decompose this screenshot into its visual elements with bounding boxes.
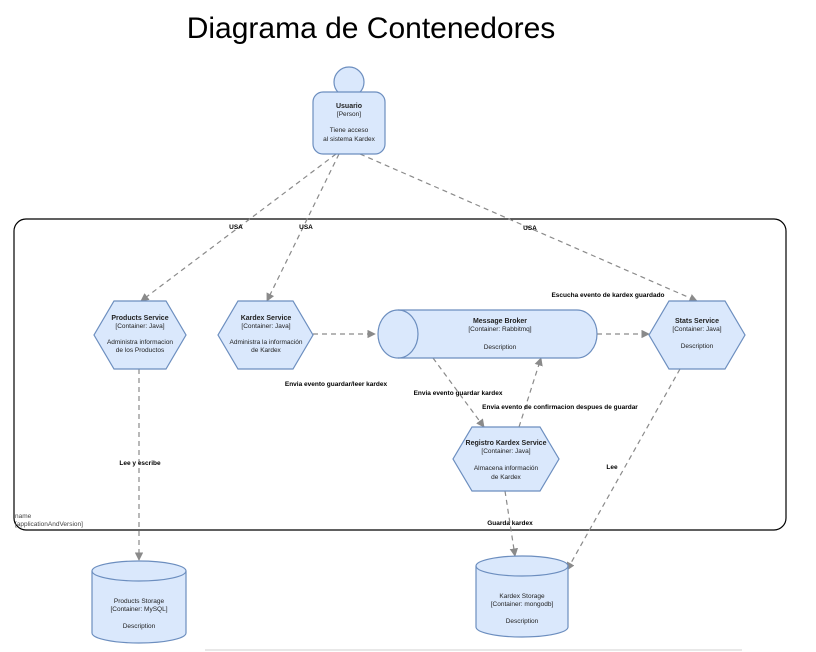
registro-kardex-desc-1: Almacena información <box>474 465 539 472</box>
message-broker-desc: Description <box>484 344 517 351</box>
kardex-service-type: [Container: Java] <box>241 323 290 330</box>
products-service-title: Products Service <box>111 315 168 322</box>
products-storage-desc: Description <box>123 623 156 630</box>
diagram-title: Diagrama de Contenedores <box>186 12 556 45</box>
products-service-desc-1: Administra informacion <box>107 339 173 346</box>
label-escucha: Escucha evento de kardex guardado <box>551 292 664 299</box>
stats-service-type: [Container: Java] <box>672 326 721 333</box>
kardex-service-desc-2: de Kardex <box>251 347 281 354</box>
node-products-service: Products Service [Container: Java] Admin… <box>93 300 187 370</box>
registro-kardex-desc-2: de Kardex <box>491 474 521 481</box>
message-broker-shape <box>377 309 598 359</box>
edge-registro-storage <box>504 490 519 557</box>
kardex-storage-shape <box>475 555 569 638</box>
node-kardex-storage: Kardex Storage [Container: mongodb] Desc… <box>475 555 569 638</box>
registro-kardex-shape <box>452 426 560 492</box>
label-envia-confirmacion: Envia evento de confirmacion despues de … <box>482 404 638 411</box>
usuario-title: Usuario <box>336 103 362 110</box>
edge-registro-broker <box>518 357 543 428</box>
kardex-storage-rim <box>475 565 569 577</box>
products-storage-title: Products Storage <box>114 598 165 605</box>
kardex-storage-title: Kardex Storage <box>499 593 545 600</box>
label-usa-products: USA <box>229 224 243 231</box>
edge-usuario-products <box>140 153 337 302</box>
products-service-desc-2: de los Productos <box>116 347 165 354</box>
stats-service-shape <box>648 300 746 370</box>
boundary-version: [applicationAndVersion] <box>15 521 83 528</box>
label-usa-kardex: USA <box>299 224 313 231</box>
person-body <box>312 91 386 155</box>
node-usuario: Usuario [Person] Tiene acceso al sistema… <box>312 66 386 155</box>
kardex-service-shape <box>217 300 314 370</box>
edge-stats-storage <box>566 368 681 571</box>
label-usa-stats: USA <box>523 225 537 232</box>
stats-service-desc: Description <box>681 343 714 350</box>
registro-kardex-type: [Container: Java] <box>481 448 530 455</box>
edges <box>134 153 698 571</box>
message-broker-cap <box>397 309 419 359</box>
message-broker-title: Message Broker <box>473 318 527 325</box>
products-storage-rim <box>91 570 187 582</box>
node-kardex-service: Kardex Service [Container: Java] Adminis… <box>217 300 314 370</box>
kardex-storage-type: [Container: mongodb] <box>491 601 554 608</box>
kardex-service-desc-1: Administra la información <box>230 339 303 346</box>
kardex-service-title: Kardex Service <box>241 315 292 322</box>
products-storage-shape <box>91 560 187 644</box>
usuario-desc-2: al sistema Kardex <box>323 136 375 143</box>
products-storage-type: [Container: MySQL] <box>110 606 167 613</box>
usuario-type: [Person] <box>337 111 361 118</box>
label-envia-guardar: Envia evento guardar kardex <box>414 390 503 397</box>
edge-labels: USA USA USA Escucha evento de kardex gua… <box>119 224 664 527</box>
node-registro-kardex-service: Registro Kardex Service [Container: Java… <box>452 426 560 492</box>
node-stats-service: Stats Service [Container: Java] Descript… <box>648 300 746 370</box>
stats-service-title: Stats Service <box>675 318 719 325</box>
edge-usuario-kardex <box>266 153 340 302</box>
kardex-storage-desc: Description <box>506 618 539 625</box>
label-envia-guardar-leer: Envia evento guardar/leer kardex <box>285 381 388 388</box>
products-service-type: [Container: Java] <box>115 323 164 330</box>
label-lee-escribe: Lee y escribe <box>119 460 161 467</box>
boundary-name: name <box>15 513 32 520</box>
system-boundary <box>13 218 787 531</box>
node-message-broker: Message Broker [Container: Rabbitmq] Des… <box>377 309 598 359</box>
edge-usuario-stats <box>359 153 698 302</box>
products-service-shape <box>93 300 187 370</box>
node-products-storage: Products Storage [Container: MySQL] Desc… <box>91 560 187 644</box>
registro-kardex-title: Registro Kardex Service <box>466 440 547 447</box>
label-lee: Lee <box>606 464 618 471</box>
label-guarda: Guarda kardex <box>487 520 533 527</box>
message-broker-type: [Container: Rabbitmq] <box>468 326 531 333</box>
usuario-desc-1: Tiene acceso <box>330 127 369 134</box>
